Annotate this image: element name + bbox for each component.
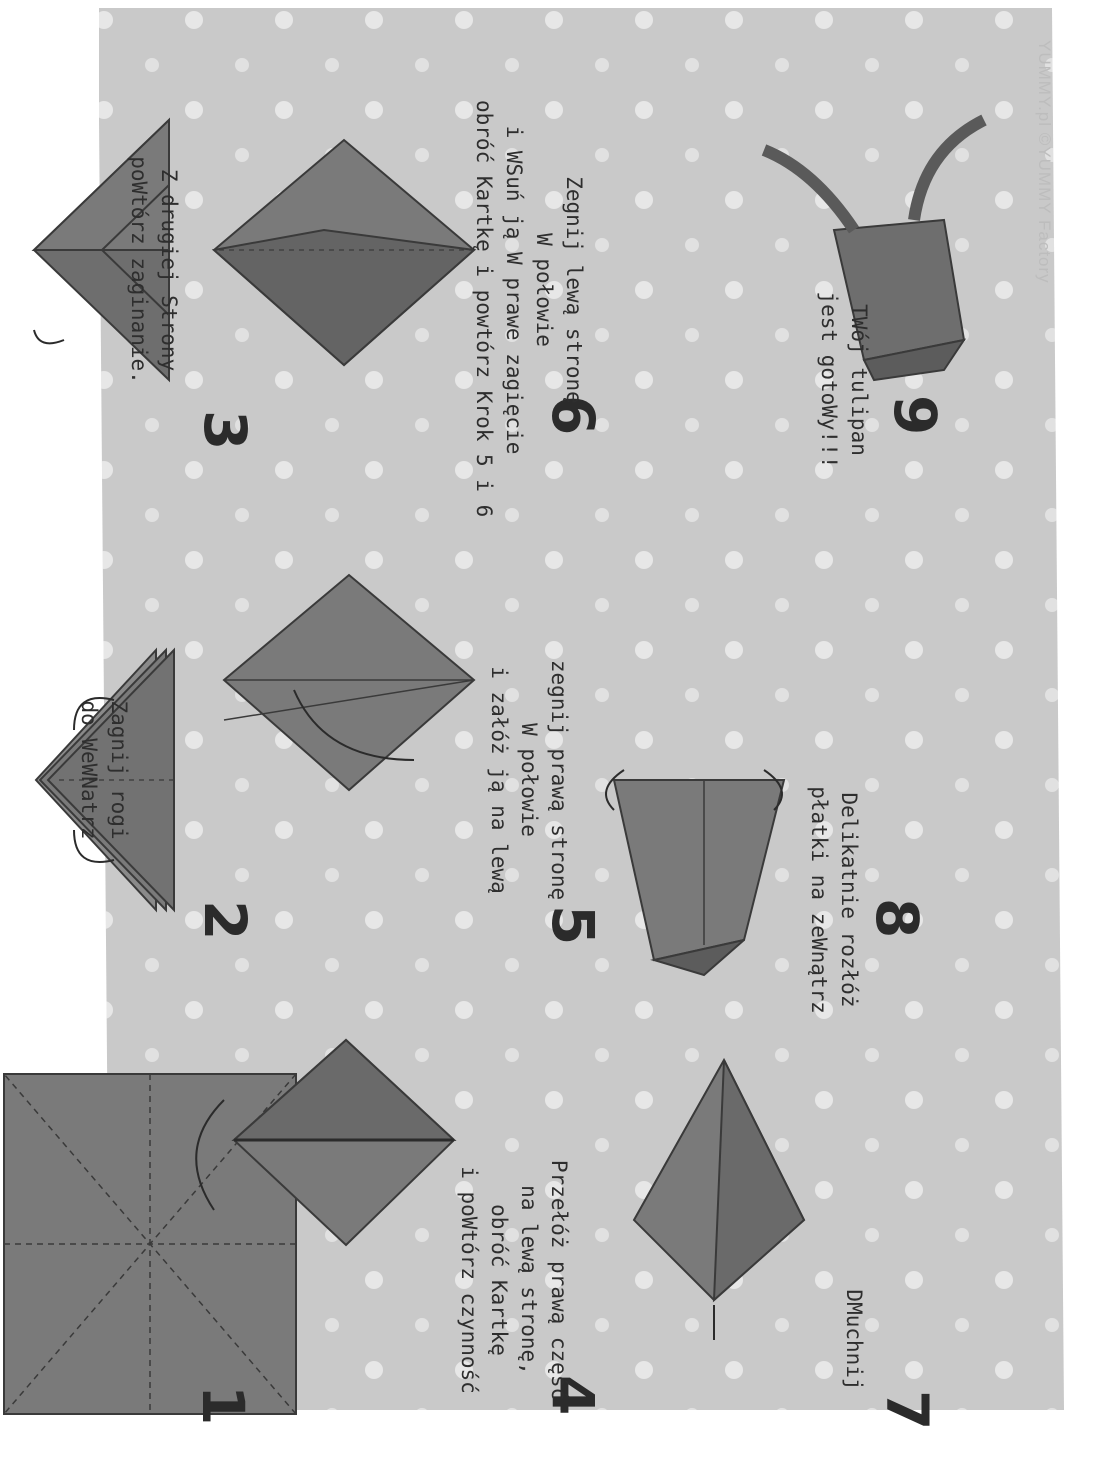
caption-line: i WSuń ją W prawe zagięcie (499, 100, 529, 480)
caption-line: Z drugiej Strony (154, 120, 184, 420)
caption-line: Zegnij lewą stronę (559, 100, 589, 480)
caption-line: W połowie (514, 620, 544, 940)
caption-line: i załóż ją na lewą (484, 620, 514, 940)
caption-line: poWtórz zaginanie. (124, 120, 154, 420)
step-number: 8 (868, 898, 926, 938)
caption-line: na lewą stronę, (514, 1120, 544, 1440)
caption-line: TWój tulipan (844, 250, 874, 510)
caption-line: Zagnij rogi (104, 620, 134, 920)
step-7-caption: DMuchnij (839, 1260, 869, 1420)
caption-line: obróć Kartkę (484, 1120, 514, 1440)
caption-line: zegnij prawą stronę (544, 620, 574, 940)
caption-line: obróć Kartkę i powtórz Krok 5 i 6 (469, 100, 499, 480)
caption-line: DMuchnij (839, 1260, 869, 1420)
step-4-caption: Przełóż prawą część na lewą stronę, obró… (454, 1120, 574, 1440)
caption-line: płatki na zeWnątrz (804, 750, 834, 1050)
step-number: 1 (194, 1385, 252, 1425)
step-number: 3 (196, 410, 254, 450)
credit-text: YUMMY.pl ©YUMMY Factory (1034, 40, 1054, 284)
step-6-caption: Zegnij lewą stronę W połowie i WSuń ją W… (469, 100, 589, 480)
caption-line: do WeWNatrz (74, 620, 104, 920)
step-8-caption: Delikatnie rozłóż płatki na zeWnątrz (804, 750, 864, 1050)
caption-line: Delikatnie rozłóż (834, 750, 864, 1050)
caption-line: i poWtórz czynność (454, 1120, 484, 1440)
step-number: 9 (886, 395, 944, 435)
caption-line: jest gotoWy!!! (814, 250, 844, 510)
step-number: 7 (878, 1390, 936, 1430)
step-2-caption: Zagnij rogi do WeWNatrz (74, 620, 134, 920)
step-5-caption: zegnij prawą stronę W połowie i załóż ją… (484, 620, 574, 940)
step-number: 2 (196, 900, 254, 940)
caption-line: W połowie (529, 100, 559, 480)
caption-line: Przełóż prawą część (544, 1120, 574, 1440)
step-3-caption: Z drugiej Strony poWtórz zaginanie. (124, 120, 184, 420)
step-9-caption: TWój tulipan jest gotoWy!!! (814, 250, 874, 510)
